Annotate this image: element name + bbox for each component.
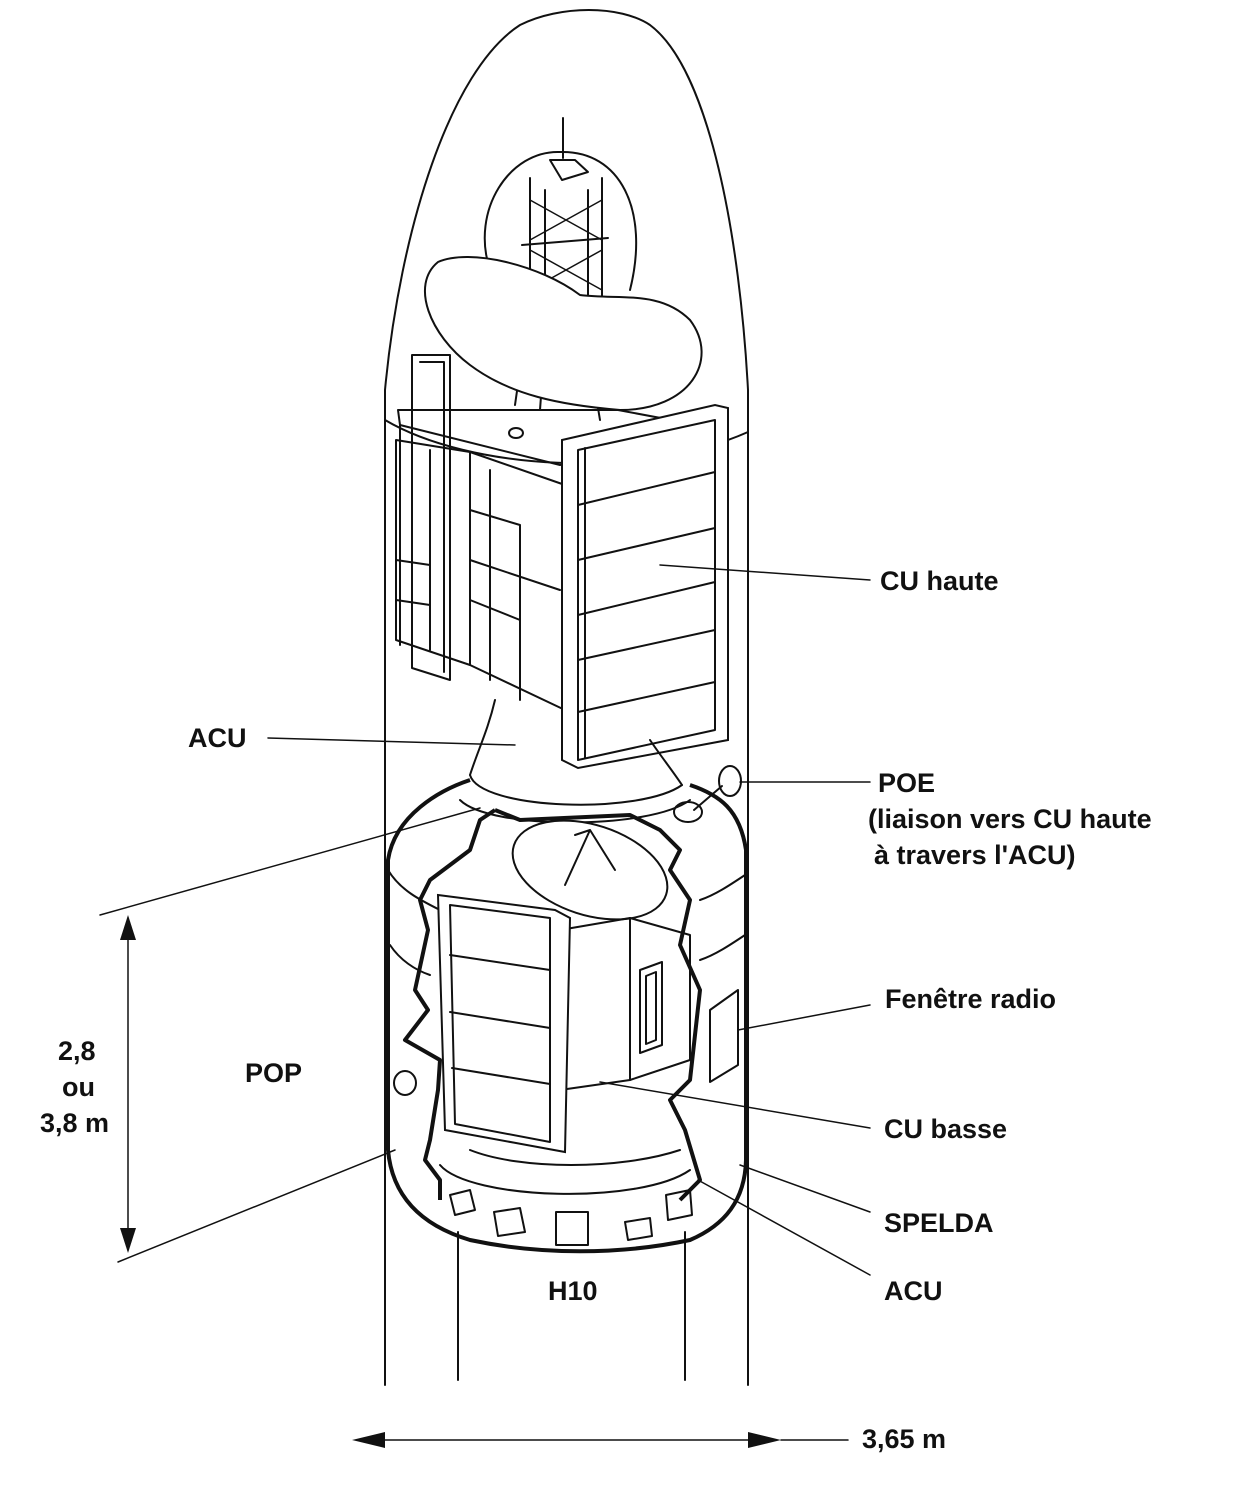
leader-acu-bottom	[697, 1179, 871, 1276]
upper-solar-panel	[561, 403, 729, 770]
radio-window	[709, 989, 739, 1083]
label-acu-top: ACU	[188, 723, 247, 753]
side-hatch	[393, 1070, 417, 1096]
spelda-container	[386, 765, 748, 1254]
lower-body-window	[639, 961, 663, 1054]
label-h10: H10	[548, 1276, 598, 1306]
leader-lines	[267, 564, 871, 1276]
lower-solar-panel	[436, 893, 572, 1154]
label-poe: POE	[878, 768, 935, 798]
label-height-1: 2,8	[58, 1036, 96, 1066]
label-poe-detail-1: (liaison vers CU haute	[868, 804, 1152, 834]
fairing-outline	[384, 9, 749, 1386]
label-cu-basse: CU basse	[884, 1114, 1007, 1144]
label-fenetre-radio: Fenêtre radio	[885, 984, 1056, 1014]
label-width: 3,65 m	[862, 1424, 946, 1454]
label-height-2: ou	[62, 1072, 95, 1102]
leader-cu-basse	[599, 1081, 871, 1129]
label-poe-detail-2: à travers l'ACU)	[874, 840, 1076, 870]
labels: CU haute ACU POE (liaison vers CU haute …	[40, 566, 1152, 1454]
label-cu-haute: CU haute	[880, 566, 999, 596]
cu-basse-spacecraft	[436, 819, 693, 1246]
width-dimension	[352, 1432, 849, 1448]
leader-spelda	[739, 1164, 871, 1213]
lower-dish-antenna	[511, 819, 669, 921]
label-spelda: SPELDA	[884, 1208, 994, 1238]
label-height-3: 3,8 m	[40, 1108, 109, 1138]
label-acu-bottom: ACU	[884, 1276, 943, 1306]
upper-reflector-disc	[483, 150, 638, 291]
bean-reflector	[423, 256, 703, 411]
poe-connector	[673, 765, 742, 823]
leader-acu-top	[267, 737, 516, 746]
label-pop: POP	[245, 1058, 302, 1088]
height-dimension	[99, 807, 481, 1263]
cu-haute-spacecraft	[384, 117, 749, 770]
h10-stage-body	[457, 1231, 686, 1381]
leader-cu-haute	[659, 564, 871, 581]
leader-fenetre	[737, 1004, 871, 1031]
